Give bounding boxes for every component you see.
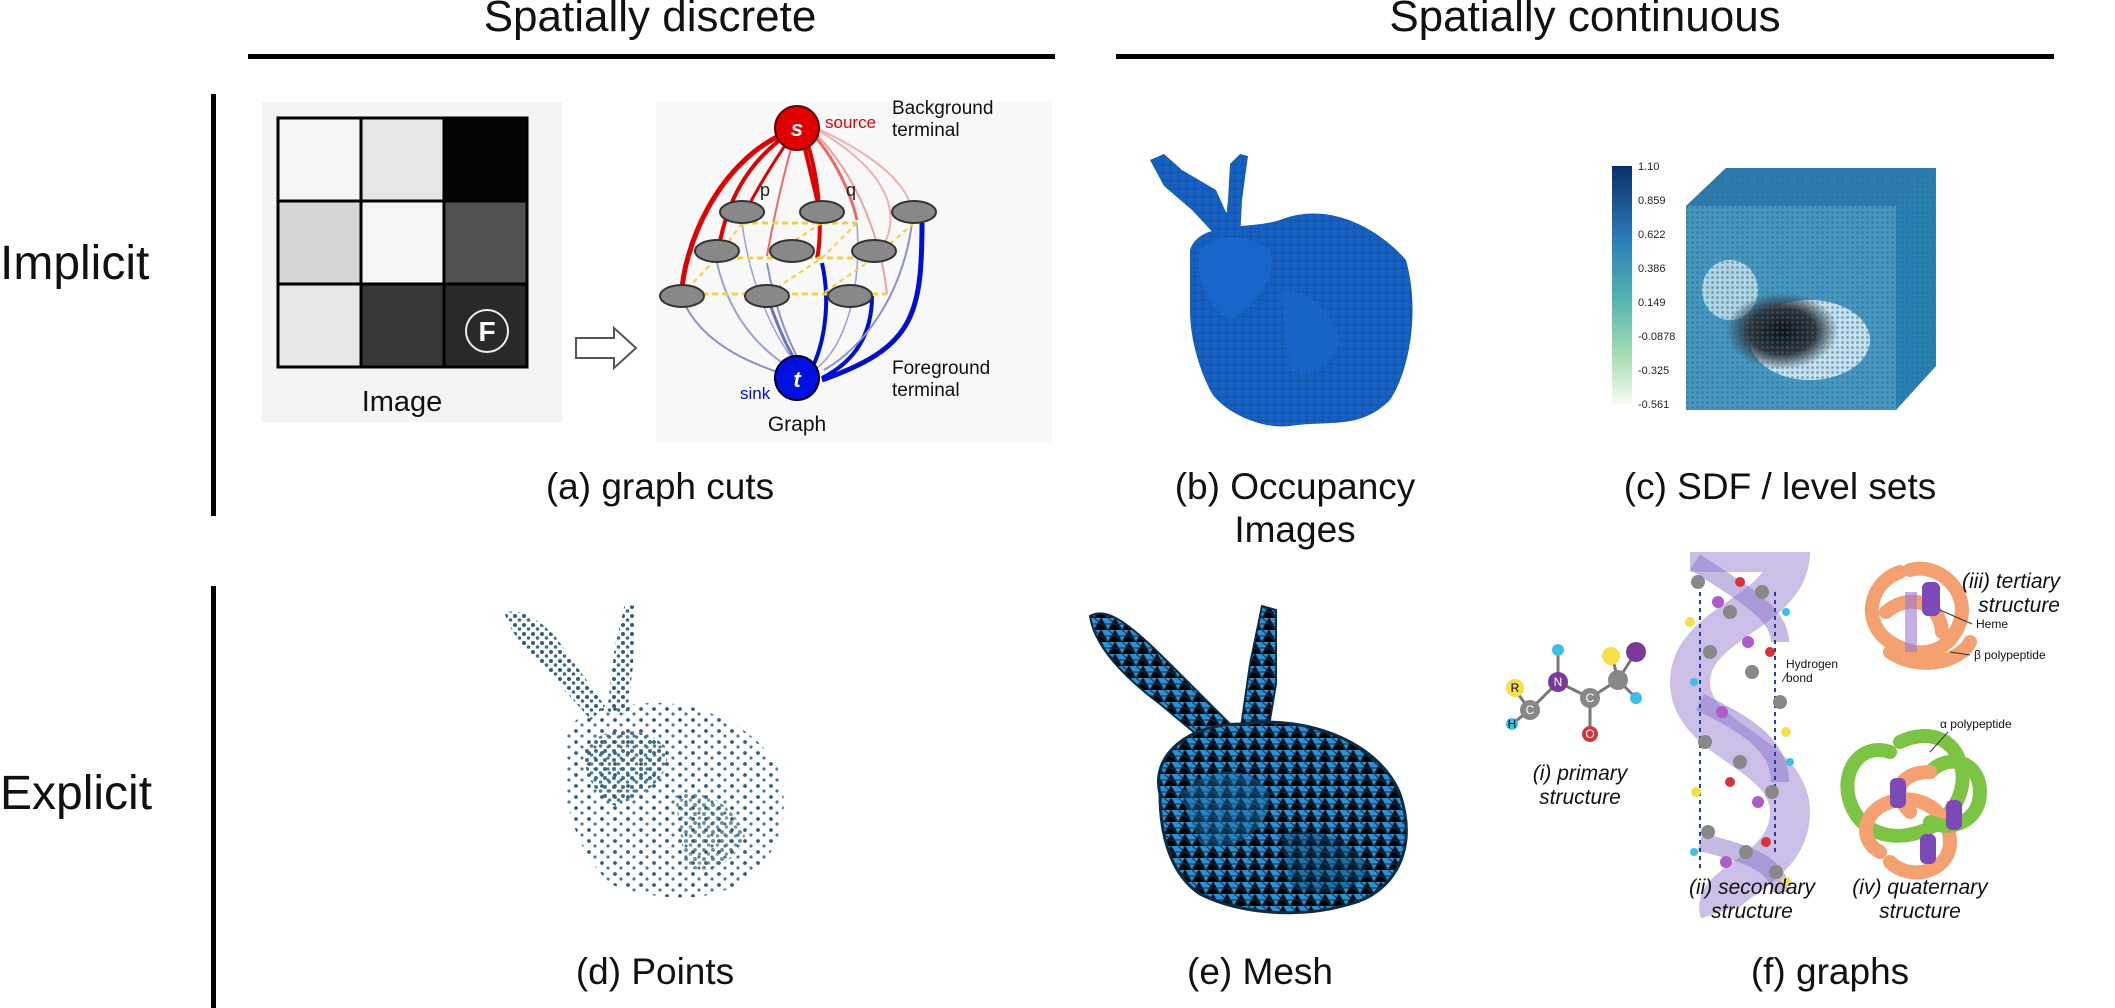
image-grid xyxy=(276,116,529,369)
caption-c: (c) SDF / level sets xyxy=(1623,466,1937,507)
sink-label: sink xyxy=(740,384,771,403)
panel-b-figure xyxy=(1130,140,1420,440)
secondary-structure xyxy=(1669,532,1811,919)
alpha-polypeptide-label: α polypeptide xyxy=(1940,717,2012,731)
header-spatially-discrete: Spatially discrete xyxy=(483,0,817,41)
source-node xyxy=(774,105,820,151)
source-node-label: s xyxy=(791,116,803,141)
image-cell xyxy=(276,116,363,203)
image-label: Image xyxy=(362,386,443,418)
image-cell xyxy=(442,199,529,286)
sdf-figure: 1.10 0.859 0.622 0.386 0.149 -0.0878 -0.325 -0.… xyxy=(1612,161,1936,411)
colorbar-tick-label: 0.386 xyxy=(1638,263,1666,275)
primary-structure: R C H N C O xyxy=(1506,642,1646,742)
svg-text:H: H xyxy=(1508,717,1517,731)
arrow-icon xyxy=(575,325,638,371)
beta-polypeptide-label: β polypeptide xyxy=(1974,648,2046,662)
image-cell xyxy=(276,282,363,369)
voxel-bunny xyxy=(1150,154,1413,427)
panel-e-figure xyxy=(1080,594,1430,924)
caption-a: (a) graph cuts xyxy=(545,466,775,507)
source-label: source xyxy=(825,113,876,132)
row-label-explicit: Explicit xyxy=(0,767,153,820)
svg-text:N: N xyxy=(1554,675,1563,689)
f-label: F xyxy=(478,316,495,347)
image-cell xyxy=(276,199,363,286)
row-rule-explicit xyxy=(211,586,216,1008)
svg-text:R: R xyxy=(1511,681,1520,695)
image-cell xyxy=(359,116,446,203)
colorbar-tick-label: 0.149 xyxy=(1638,297,1666,309)
header-rule-right xyxy=(1116,54,2054,59)
panel-d-figure xyxy=(495,596,825,914)
graph-nodes xyxy=(659,105,937,401)
image-cell xyxy=(359,282,446,369)
f-mark: F xyxy=(465,309,509,353)
svg-text:C: C xyxy=(1586,691,1595,705)
header-rule-left xyxy=(248,54,1055,59)
graph-cuts-figure: F Image xyxy=(262,98,1052,442)
node-q-label: q xyxy=(846,180,856,200)
colorbar-tick-label: 0.859 xyxy=(1638,195,1666,207)
caption-b-line: (b) Occupancy xyxy=(1174,466,1416,507)
caption-b-line: Images xyxy=(1234,509,1356,550)
image-cell xyxy=(442,116,529,203)
colorbar-tick-label: 0.622 xyxy=(1638,229,1666,241)
colorbar-tick-label: -0.325 xyxy=(1638,365,1669,377)
panel-a-figure: F Image xyxy=(262,98,1052,446)
point-cloud-bunny xyxy=(505,604,784,898)
graph-label: Graph xyxy=(768,413,826,436)
colorbar-tick-label: 1.10 xyxy=(1638,161,1659,173)
svg-text:C: C xyxy=(1526,703,1535,717)
tertiary-structure xyxy=(1865,561,1977,670)
header-spatially-continuous: Spatially continuous xyxy=(1389,0,1781,41)
svg-text:O: O xyxy=(1585,727,1594,741)
colorbar-tick-label: -0.561 xyxy=(1638,399,1669,411)
row-rule-implicit xyxy=(211,94,216,516)
image-cell xyxy=(442,282,529,369)
caption-e: (e) Mesh xyxy=(1187,951,1333,992)
colorbar xyxy=(1612,166,1632,404)
node-p-label: p xyxy=(760,180,770,200)
row-label-implicit: Implicit xyxy=(0,237,150,290)
sink-node xyxy=(774,355,820,401)
heme-label: Heme xyxy=(1976,617,2008,631)
caption-f: (f) graphs xyxy=(1750,951,1910,992)
quaternary-structure xyxy=(1840,729,1988,880)
sink-node-label: t xyxy=(793,367,802,392)
mesh-bunny xyxy=(1088,604,1408,915)
image-cell xyxy=(359,199,446,286)
caption-d: (d) Points xyxy=(575,951,735,992)
colorbar-ticks: 1.10 0.859 0.622 0.386 0.149 -0.0878 -0.325 -0.… xyxy=(1638,161,1675,411)
colorbar-tick-label: -0.0878 xyxy=(1638,331,1675,343)
panel-c-figure: 1.10 0.859 0.622 0.386 0.149 -0.0878 -0.325 -0.… xyxy=(1600,150,1960,430)
